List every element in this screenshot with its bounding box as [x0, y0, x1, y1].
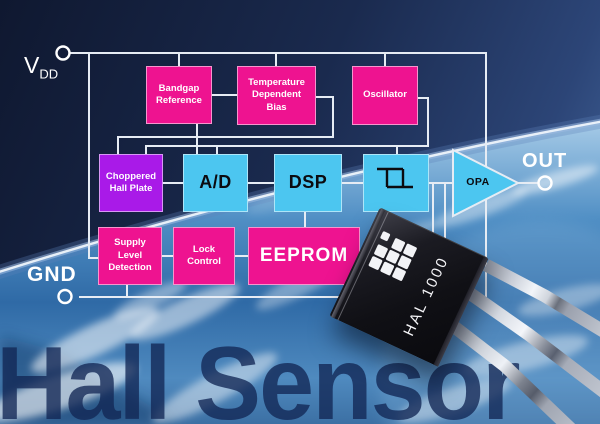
opa-label: OPA [466, 176, 490, 188]
oscillator-label: Oscillator [363, 89, 407, 101]
lead-2 [464, 286, 600, 398]
vdd-label: VDD [24, 52, 58, 82]
lead-1 [482, 259, 600, 337]
dsp-label: DSP [288, 172, 328, 193]
square-wave-icon [377, 167, 413, 189]
gnd-label: GND [27, 263, 77, 286]
eeprom-label: EEPROM [259, 244, 349, 266]
out-label: OUT [522, 150, 568, 172]
block-temperature-dependent-bias: Temperature Dependent Bias [237, 66, 316, 125]
clock-bus-wire [145, 97, 429, 155]
vdd-label-main: V [24, 52, 40, 78]
vdd-label-sub: DD [39, 66, 59, 82]
lock-control-label: Lock Control [187, 243, 221, 267]
adc-label: A/D [199, 172, 232, 193]
block-adc: A/D [183, 154, 248, 212]
block-choppered-hall-plate: Choppered Hall Plate [99, 154, 163, 212]
supply-label: Supply Level Detection [108, 237, 152, 274]
left-rail-wire [88, 53, 99, 259]
bandgap-label: Bandgap Reference [156, 82, 202, 106]
gnd-terminal [57, 288, 73, 305]
block-bandgap-reference: Bandgap Reference [146, 66, 212, 124]
opa-amplifier-triangle [452, 148, 521, 218]
bias-bus-wire [117, 96, 334, 155]
block-eeprom: EEPROM [248, 227, 360, 285]
block-oscillator: Oscillator [352, 66, 418, 125]
hall-plate-label: Choppered Hall Plate [105, 170, 157, 194]
lead-3 [444, 316, 576, 424]
block-switching-stage [363, 154, 429, 212]
vdd-rail-wire [69, 52, 487, 297]
temp-bias-label: Temperature Dependent Bias [248, 76, 305, 113]
block-lock-control: Lock Control [173, 227, 235, 285]
block-supply-level-detection: Supply Level Detection [98, 227, 162, 285]
out-terminal [537, 175, 553, 191]
block-dsp: DSP [274, 154, 342, 212]
vdd-terminal [55, 45, 71, 61]
